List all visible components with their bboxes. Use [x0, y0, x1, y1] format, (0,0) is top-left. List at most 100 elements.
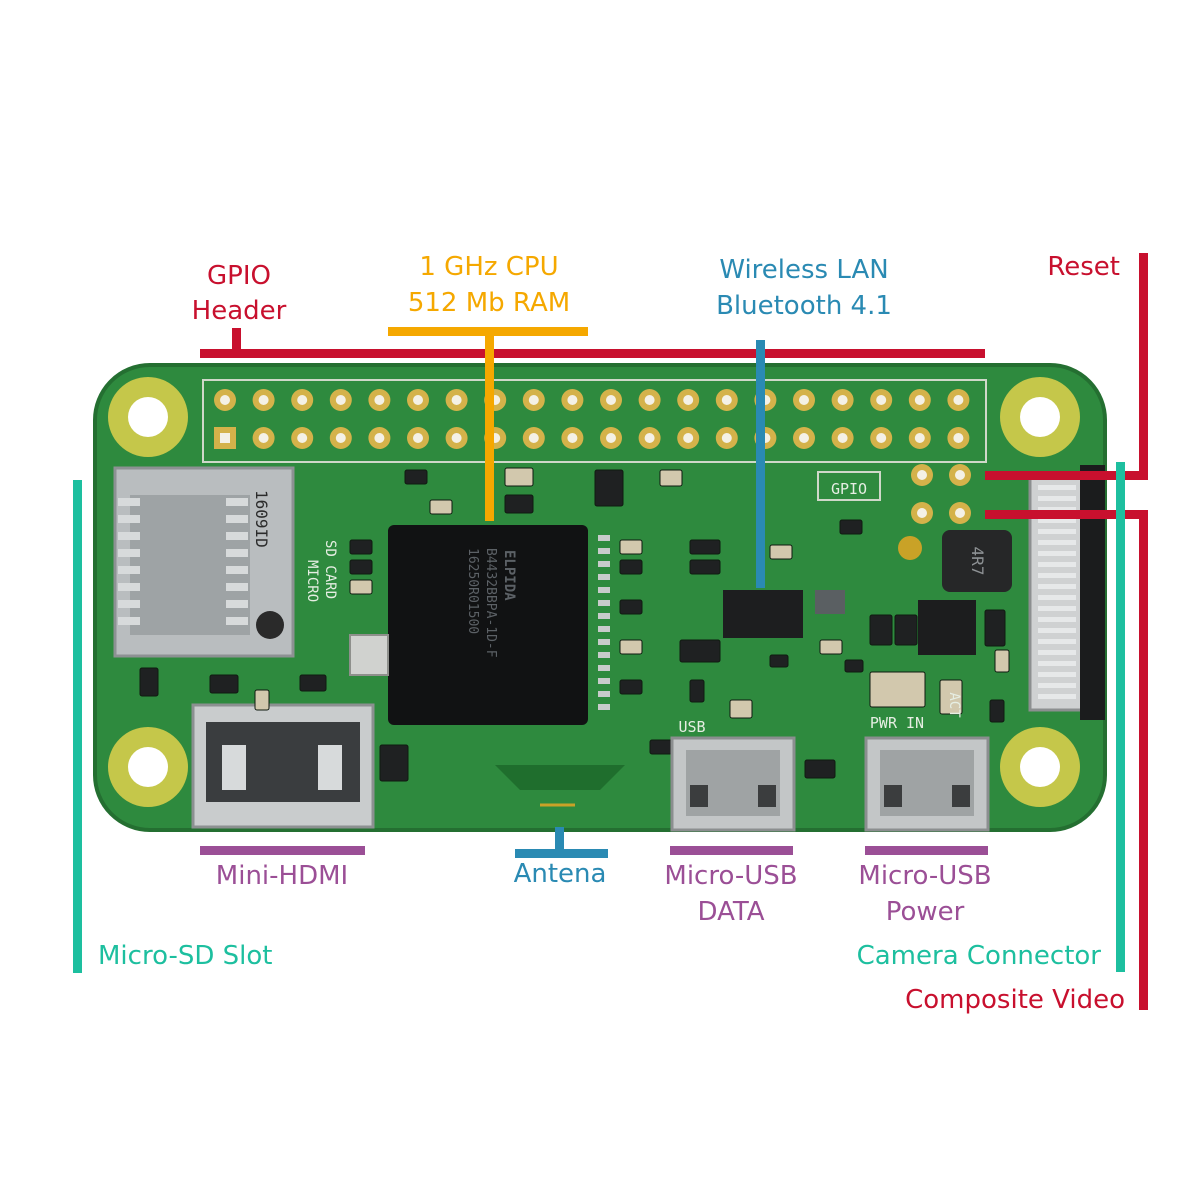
gpio-silk-box — [817, 471, 881, 501]
sd-pin — [226, 498, 248, 506]
smd-component — [209, 674, 239, 694]
antena-label: Antena — [513, 859, 607, 889]
gpio-pad-hole — [914, 395, 925, 405]
smd-component — [659, 469, 683, 487]
gpio-pad-hole — [837, 433, 848, 443]
reset-label: Reset — [1047, 252, 1120, 282]
wireless-label-1: Wireless LAN — [719, 255, 889, 285]
smd-component — [839, 519, 863, 535]
smd-component — [989, 699, 1005, 723]
wireless-chip — [723, 590, 803, 638]
aux-pad-hole — [917, 470, 927, 480]
camera-pin — [1038, 518, 1076, 523]
gpio-pad-hole — [220, 395, 230, 405]
gpio-header-label-2: Header — [191, 296, 287, 326]
gpio-pad-hole — [683, 433, 694, 443]
sd-pin — [118, 566, 140, 574]
gpio-pad-hole — [683, 395, 694, 405]
micro-sd-label: Micro-SD Slot — [98, 941, 273, 971]
gpio-pad-hole — [799, 395, 809, 405]
gpio-header-label-1: GPIO — [207, 261, 271, 291]
cpu-side-component — [598, 639, 610, 645]
sd-pin — [118, 498, 140, 506]
smd-component — [254, 689, 270, 711]
smd-component — [689, 559, 721, 575]
cpu-callout-stem — [485, 331, 494, 521]
aux-pad-hole — [955, 508, 965, 518]
camera-pin — [1038, 694, 1076, 699]
smd-component — [594, 469, 624, 507]
gpio-callout-bar — [200, 349, 985, 358]
silk-usb: USB — [678, 718, 705, 736]
antenna-trace — [495, 765, 625, 790]
smd-component — [819, 639, 843, 655]
mini-hdmi-label: Mini-HDMI — [215, 861, 349, 891]
gpio-pad-hole — [837, 395, 848, 405]
cpu-side-component — [598, 600, 610, 606]
gpio-pad-hole — [721, 395, 732, 405]
composite-callout-vertical — [1139, 510, 1148, 1010]
aux-pad-hole — [917, 508, 927, 518]
cpu-side-component — [598, 678, 610, 684]
gpio-pad-hole — [567, 433, 578, 443]
micro-sd-callout-bar — [73, 480, 82, 973]
aux-pad-hole — [955, 470, 965, 480]
cpu-label-1: 1 GHz CPU — [419, 252, 559, 282]
mini-hdmi-port — [191, 703, 375, 829]
camera-pin — [1038, 551, 1076, 556]
reset-callout-vertical — [1139, 253, 1148, 480]
gpio-pad-hole — [451, 395, 462, 405]
gpio-callout-stub — [232, 328, 241, 353]
sd-pin — [226, 617, 248, 625]
gpio-pad-hole — [258, 395, 269, 405]
sd-pin — [226, 515, 248, 523]
smd-component — [869, 614, 893, 646]
chip-text-1: ELPIDA — [501, 550, 517, 601]
smd-component — [619, 679, 643, 695]
hdmi-callout-bar — [200, 846, 365, 855]
smd-component — [994, 649, 1010, 673]
cpu-side-component — [598, 535, 610, 541]
smd-component — [769, 654, 789, 668]
sd-pin — [118, 583, 140, 591]
smd-component — [139, 667, 159, 697]
smd-component — [619, 559, 643, 575]
smd-component — [769, 544, 793, 560]
camera-pin — [1038, 529, 1076, 534]
smd-component — [984, 609, 1006, 647]
cpu-side-component — [598, 548, 610, 554]
smd-component — [619, 599, 643, 615]
gpio-pad-hole — [606, 395, 616, 405]
composite-video-label: Composite Video — [905, 985, 1125, 1015]
camera-pin — [1038, 639, 1076, 644]
gpio-pad-hole — [220, 433, 230, 443]
smd-component — [649, 739, 673, 755]
usb-power-callout-bar — [865, 846, 988, 855]
gpio-pad-hole — [451, 433, 462, 443]
gpio-pad-hole — [297, 433, 308, 443]
camera-label: Camera Connector — [856, 941, 1101, 971]
crystal — [349, 634, 389, 676]
gpio-pad-hole — [413, 433, 423, 443]
smd-component — [504, 494, 534, 514]
wireless-callout-stem — [756, 340, 765, 588]
gpio-pad-hole — [953, 395, 964, 405]
mounting-hole — [108, 377, 188, 457]
camera-pin — [1038, 485, 1076, 490]
usb-data-label-2: DATA — [697, 897, 765, 927]
gpio-pad-hole — [528, 433, 539, 443]
inductor-text: 4R7 — [968, 547, 987, 576]
gpio-pad-hole — [914, 433, 925, 443]
cpu-side-component — [598, 691, 610, 697]
cpu-ram-chip — [388, 525, 588, 725]
sd-pin — [226, 600, 248, 608]
camera-pin — [1038, 672, 1076, 677]
cpu-side-component — [598, 613, 610, 619]
camera-pin — [1038, 584, 1076, 589]
smd-component — [869, 671, 926, 708]
silk-gpio: GPIO — [831, 480, 867, 498]
smd-component — [804, 759, 836, 779]
micro-sd-slot — [113, 466, 295, 658]
cpu-side-component — [598, 587, 610, 593]
